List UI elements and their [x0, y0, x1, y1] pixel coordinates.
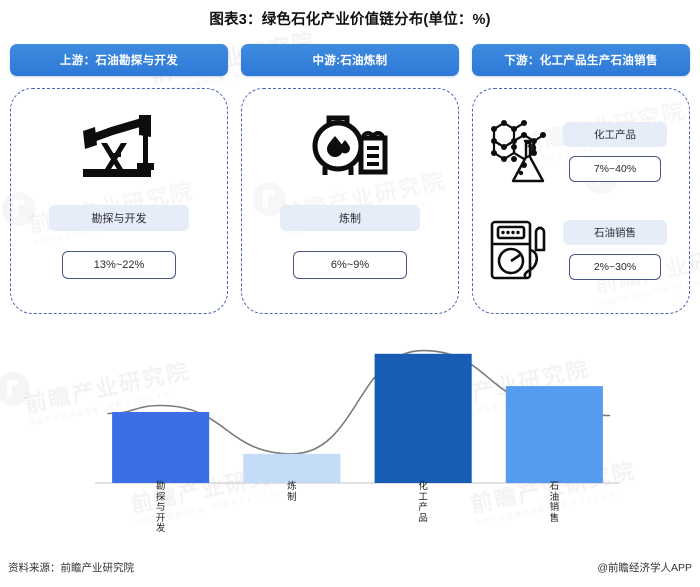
downstream-item-retail: 石油销售 2%~30% — [479, 213, 679, 287]
item-value-box: 13%~22% — [62, 251, 176, 279]
smile-curve-chart — [0, 318, 700, 533]
bar-category-label: 炼制 — [287, 481, 297, 503]
account-text: @前瞻经济学人APP — [597, 562, 692, 574]
source-text: 资料来源：前瞻产业研究院 — [8, 562, 134, 574]
page-title: 图表3：绿色石化产业价值链分布(单位：%) — [209, 12, 491, 28]
item-value-box: 7%~40% — [569, 156, 661, 182]
item-value-box: 2%~30% — [569, 254, 661, 280]
bar-category-label: 勘探与开发 — [155, 481, 166, 534]
column-body-midstream: 炼制 6%~9% — [241, 88, 459, 314]
item-label-chip: 石油销售 — [563, 220, 667, 245]
column-banner-upstream[interactable]: 上游：石油勘探与开发 — [10, 44, 228, 76]
chart-bar — [505, 386, 603, 483]
chart-svg — [95, 349, 620, 484]
oil-pumpjack-icon — [73, 111, 165, 183]
bar-category-label: 化工产品 — [418, 481, 428, 524]
column-body-downstream: 化工产品 7%~40% — [472, 88, 690, 314]
column-body-upstream: 勘探与开发 13%~22% — [10, 88, 228, 314]
column-banner-midstream[interactable]: 中游:石油炼制 — [241, 44, 459, 76]
column-banner-downstream[interactable]: 下游：化工产品生产石油销售 — [472, 44, 690, 76]
bar-category-label: 石油销售 — [549, 481, 560, 524]
chart-bar — [374, 353, 472, 483]
item-label-chip: 炼制 — [280, 205, 420, 231]
item-label-chip: 化工产品 — [563, 122, 667, 147]
chart-bar — [112, 412, 210, 483]
bars-group — [112, 353, 603, 483]
value-chain-columns: 上游：石油勘探与开发 — [10, 44, 690, 314]
column-downstream: 下游：化工产品生产石油销售 — [472, 44, 690, 314]
column-upstream: 上游：石油勘探与开发 — [10, 44, 228, 314]
column-midstream: 中游:石油炼制 — [241, 44, 459, 314]
bar-category-labels: 勘探与开发 炼制 化工产品 石油销售 — [0, 481, 700, 542]
footer: 资料来源：前瞻产业研究院 @前瞻经济学人APP — [8, 560, 692, 575]
fuel-pump-icon — [479, 213, 557, 287]
molecule-flask-icon — [479, 115, 557, 189]
item-value-box: 6%~9% — [293, 251, 407, 279]
refinery-tank-icon — [304, 111, 396, 183]
chart-bar — [243, 453, 341, 483]
item-label-chip: 勘探与开发 — [49, 205, 189, 231]
downstream-item-chemicals: 化工产品 7%~40% — [479, 115, 679, 189]
